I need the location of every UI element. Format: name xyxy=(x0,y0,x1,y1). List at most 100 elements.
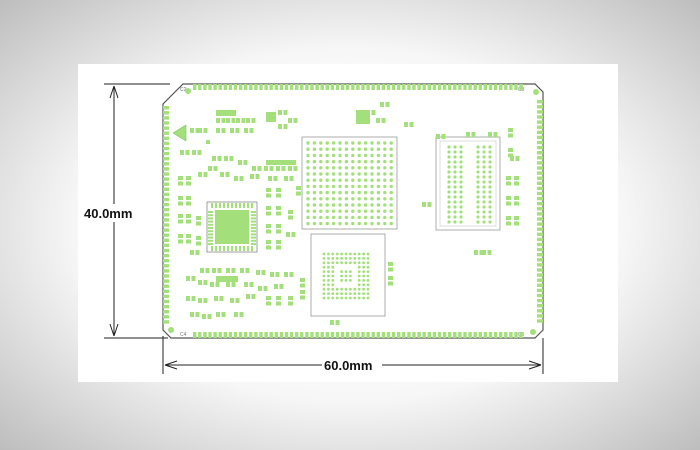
passive-pad xyxy=(186,276,190,281)
bga-ball xyxy=(319,153,323,158)
passive-pad xyxy=(216,312,220,317)
edge-pad xyxy=(402,84,406,90)
memory-ball xyxy=(447,150,451,154)
edge-pad xyxy=(427,84,431,90)
bga-cpu-outline xyxy=(301,136,398,230)
bga-ball xyxy=(331,153,336,158)
bga-ball xyxy=(362,287,365,291)
memory-ball xyxy=(488,200,492,204)
edge-pad xyxy=(402,332,406,338)
edge-pad xyxy=(473,332,477,338)
bga-ball xyxy=(389,147,393,151)
passive-pad xyxy=(371,110,376,115)
edge-pad xyxy=(305,332,309,338)
bga-ball xyxy=(353,287,357,291)
passive-pad xyxy=(198,128,202,133)
memory-ball xyxy=(488,215,492,219)
bga-ball xyxy=(344,274,348,278)
passive-pad xyxy=(288,210,293,214)
passive-pad xyxy=(276,211,281,216)
memory-ball xyxy=(459,155,463,159)
qfn-pin xyxy=(251,230,256,233)
edge-pad xyxy=(163,294,169,299)
edge-pad xyxy=(163,202,169,207)
memory-ball xyxy=(447,205,451,209)
bga-ball xyxy=(362,296,365,300)
memory-ball xyxy=(447,200,451,204)
passive-pad xyxy=(275,272,280,277)
bga-ball xyxy=(357,252,361,256)
bga-ball xyxy=(366,265,370,269)
passive-pad xyxy=(266,206,271,210)
component-pad xyxy=(266,160,296,165)
memory-ball xyxy=(482,170,486,174)
passive-pad xyxy=(293,166,298,171)
memory-ball xyxy=(488,150,492,154)
edge-pad xyxy=(537,161,543,165)
memory-ball xyxy=(488,180,492,184)
passive-pad xyxy=(508,153,513,158)
passive-pad xyxy=(300,295,305,300)
bga-ball xyxy=(366,292,370,295)
bga-ball xyxy=(389,153,393,158)
bga-ball xyxy=(370,215,374,220)
bga-ball xyxy=(383,172,387,176)
passive-pad xyxy=(212,268,216,273)
passive-pad xyxy=(288,118,292,123)
qfn-pin xyxy=(227,246,229,251)
bga-ball xyxy=(351,141,355,145)
passive-pad xyxy=(506,216,511,220)
edge-pad xyxy=(478,84,482,90)
edge-pad xyxy=(537,196,543,201)
bga-ball xyxy=(312,215,317,220)
edge-pad xyxy=(208,84,212,90)
passive-pad xyxy=(276,224,281,228)
bga-ball xyxy=(344,178,349,182)
bga-ball xyxy=(327,296,330,300)
passive-pad xyxy=(291,232,296,237)
edge-pad xyxy=(458,332,462,338)
edge-pad xyxy=(254,84,258,90)
bga-ball xyxy=(338,184,342,189)
passive-pad xyxy=(195,250,200,255)
bga-ball xyxy=(362,292,365,295)
passive-pad xyxy=(289,176,294,181)
passive-pad xyxy=(409,122,414,127)
passive-pad xyxy=(226,268,230,273)
bga-ball xyxy=(306,190,310,195)
edge-pad xyxy=(163,304,169,309)
qfn-pin xyxy=(251,233,256,236)
width-label: 60.0mm xyxy=(324,358,372,373)
passive-pad xyxy=(479,250,484,255)
bga-ball xyxy=(376,159,381,164)
edge-pad xyxy=(163,213,169,217)
edge-pad xyxy=(193,84,197,90)
edge-pad xyxy=(537,156,543,160)
bga-ball xyxy=(335,261,339,265)
bga-ball xyxy=(363,190,368,195)
qfn-pin xyxy=(231,246,233,251)
passive-pad xyxy=(266,240,271,244)
bga-ball xyxy=(322,283,326,287)
passive-pad xyxy=(281,166,286,171)
edge-pad xyxy=(163,157,169,161)
bga-ball xyxy=(312,153,317,158)
passive-pad xyxy=(185,150,190,155)
bga-ball xyxy=(389,178,393,182)
edge-pad xyxy=(514,84,518,90)
bga-ball xyxy=(325,209,329,213)
passive-pad xyxy=(236,118,240,123)
passive-pad xyxy=(244,128,248,133)
edge-pad xyxy=(417,332,421,338)
bga-ball xyxy=(353,261,357,265)
edge-pad xyxy=(274,84,278,90)
passive-pad xyxy=(202,314,206,319)
edge-pad xyxy=(437,84,442,90)
edge-pad xyxy=(295,84,299,90)
memory-ball xyxy=(447,210,451,214)
bga-ball xyxy=(319,215,323,220)
bga-ball xyxy=(338,178,342,182)
qfn-pin xyxy=(251,220,256,223)
passive-pad xyxy=(190,312,194,317)
edge-pad xyxy=(163,289,169,293)
